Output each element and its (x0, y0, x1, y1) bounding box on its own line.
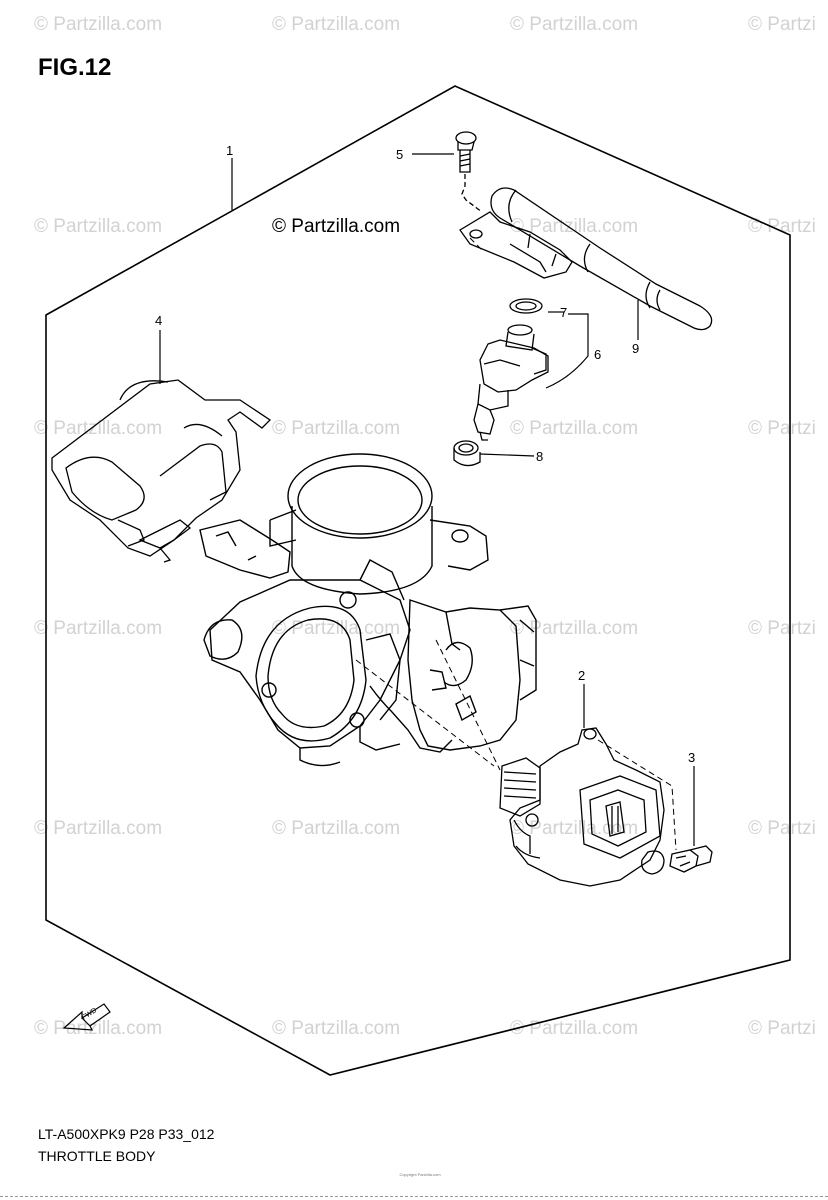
watermark: © Partzi (748, 618, 816, 639)
fwd-label: FWD (81, 1007, 98, 1021)
watermark: © Partzilla.com (34, 216, 163, 237)
figure-title: THROTTLE BODY (38, 1148, 156, 1164)
callout-7: 7 (560, 305, 567, 320)
fuel-injector-part (473, 324, 549, 441)
watermark: © Partzilla.com (272, 14, 401, 35)
bracket-part (51, 379, 272, 563)
figure-number: FIG.12 (38, 54, 112, 81)
callout-4: 4 (155, 313, 162, 328)
watermark: © Partzilla.com (510, 1018, 639, 1039)
watermark: © Partzilla.com (34, 618, 163, 639)
watermark: © Partzilla.com (510, 418, 639, 439)
callout-2: 2 (578, 668, 585, 683)
watermark: © Partzilla.com (510, 618, 639, 639)
watermark: © Partzi (748, 216, 816, 237)
fuel-delivery-pipe-part (459, 187, 713, 331)
watermark: © Partzilla.com (510, 14, 639, 35)
watermark: © Partzi (748, 418, 816, 439)
watermark: © Partzilla.com (510, 216, 639, 237)
assembly-boundary (45, 85, 791, 1076)
screw-part (455, 131, 483, 213)
model-code: LT-A500XPK9 P28 P33_012 (38, 1126, 215, 1142)
callout-3: 3 (688, 750, 695, 765)
callout-8: 8 (536, 449, 543, 464)
screw-part-small (669, 845, 713, 873)
footer-copyright: Copyright Partzilla.com (399, 1172, 441, 1177)
callout-1: 1 (226, 143, 233, 158)
watermark: © Partzi (748, 818, 816, 839)
watermark: © Partzilla.com (272, 418, 401, 439)
watermark: © Partzilla.com (510, 818, 639, 839)
o-ring-part (509, 298, 543, 314)
watermark: © Partzilla.com (272, 818, 401, 839)
alignment-lines (355, 237, 677, 851)
watermark: © Partzilla.com (34, 418, 163, 439)
callout-6: 6 (594, 347, 601, 362)
watermark: © Partzilla.com (34, 818, 163, 839)
callout-leaders (159, 153, 695, 846)
throttle-body-part (199, 453, 537, 767)
fwd-arrow-icon (62, 1003, 111, 1031)
copyright-notice: © Partzilla.com (272, 216, 401, 237)
page-bottom-rule (0, 1196, 828, 1197)
watermark: © Partzilla.com (272, 618, 401, 639)
cushion-part (453, 440, 481, 467)
callout-9: 9 (632, 341, 639, 356)
watermark: © Partzilla.com (34, 1018, 163, 1039)
watermark: © Partzilla.com (34, 14, 163, 35)
callout-5: 5 (396, 147, 403, 162)
watermark: © Partzilla.com (272, 1018, 401, 1039)
sensor-part (499, 727, 665, 887)
callout-numbers: 1 2 3 4 5 6 7 8 9 FWD (81, 143, 695, 1022)
watermark: © Partzi (748, 14, 816, 35)
watermark: © Partzi (748, 1018, 816, 1039)
